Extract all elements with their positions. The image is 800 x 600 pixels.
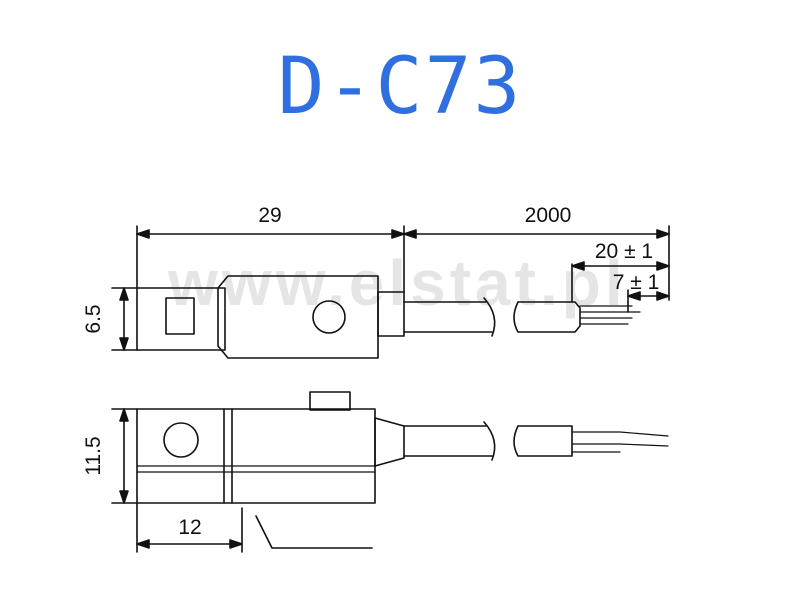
side-wires (571, 431, 669, 453)
dim-top-height: 6.5 (82, 304, 105, 333)
top-wires (579, 305, 641, 325)
side-view (136, 391, 669, 549)
dim-wire-strip: 7 ± 1 (613, 271, 660, 294)
side-cable-gland (374, 417, 405, 467)
dim-side-height: 11.5 (82, 436, 105, 475)
top-sensor-body (217, 275, 379, 359)
top-cable (403, 301, 493, 333)
side-cable (403, 425, 493, 457)
side-cable-end (513, 425, 573, 457)
side-nub (309, 391, 351, 411)
round-hole-top (312, 300, 346, 334)
watermark: www.elstat.pl (167, 247, 627, 319)
side-dimensions (111, 408, 243, 553)
square-hole (165, 297, 195, 335)
top-cable-break (483, 297, 496, 337)
dim-cable-length: 2000 (525, 204, 572, 227)
dim-strip-length: 20 ± 1 (595, 240, 653, 263)
part-number-title: D-C73 (277, 42, 523, 132)
top-view (136, 275, 641, 359)
top-dimensions (111, 225, 670, 351)
top-cable-end (513, 301, 581, 333)
top-mount-block (136, 287, 226, 351)
side-cable-break (483, 421, 496, 461)
dim-body-length: 29 (258, 204, 281, 227)
side-sensor-body (136, 408, 376, 504)
top-cable-gland (377, 291, 405, 337)
dim-mount-offset: 12 (178, 516, 201, 539)
round-hole-side (163, 422, 199, 458)
